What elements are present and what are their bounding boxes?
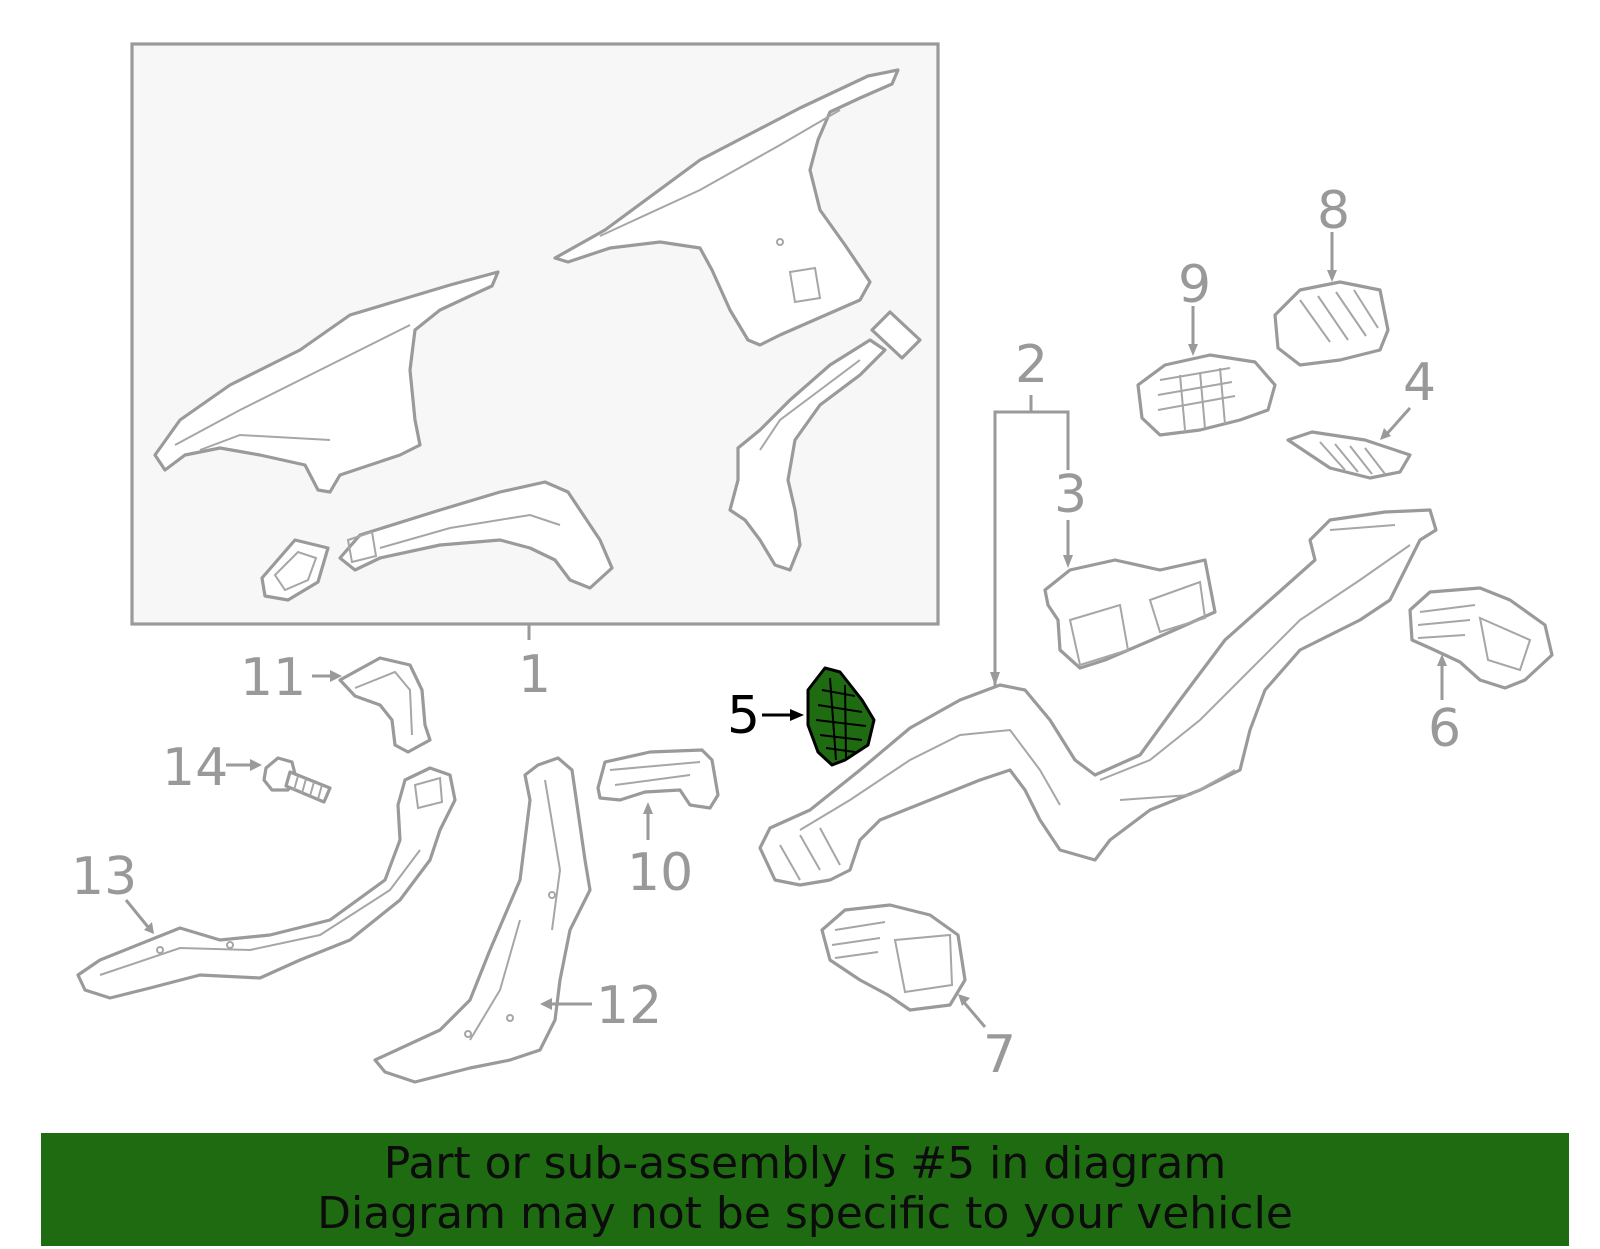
part-6-vent [1408,586,1554,690]
part-4-grille [1286,430,1412,480]
callout-12: 12 [596,976,662,1036]
part-5-highlighted-vent[interactable] [806,666,876,767]
callout-1: 1 [518,645,551,705]
callout-5: 5 [727,686,760,746]
callout-9: 9 [1178,255,1211,315]
part-1-right-vertical-duct [728,310,922,572]
callout-10: 10 [627,843,693,903]
part-1-lower-duct [338,480,614,590]
callout-4: 4 [1403,353,1436,413]
callout-2: 2 [1015,335,1048,395]
part-10-duct [596,748,720,810]
banner-line-1: Part or sub-assembly is #5 in diagram [383,1138,1227,1189]
part-11-duct [338,656,432,754]
part-1-upper-right-panel [553,68,900,347]
part-2-main-duct [758,508,1438,887]
callout-11: 11 [240,648,306,708]
callout-3: 3 [1054,465,1087,525]
callout-6: 6 [1428,699,1461,759]
part-1-small-vent [260,538,330,602]
part-7-vent [820,903,967,1012]
part-9-vent [1136,353,1277,437]
part-12-vertical-duct [373,756,592,1084]
part-3-twin-vent [1043,558,1217,670]
callout-7: 7 [983,1025,1016,1085]
callout-8: 8 [1317,181,1350,241]
part-1-upper-left-panel [153,270,500,494]
banner-line-2: Diagram may not be specific to your vehi… [317,1188,1293,1239]
part-8-vent [1273,280,1390,367]
part-13-duct [76,766,457,1000]
callout-13: 13 [71,847,137,907]
info-banner: Part or sub-assembly is #5 in diagram Di… [41,1133,1569,1246]
part-14-bolt [262,756,332,804]
callout-14: 14 [162,738,228,798]
